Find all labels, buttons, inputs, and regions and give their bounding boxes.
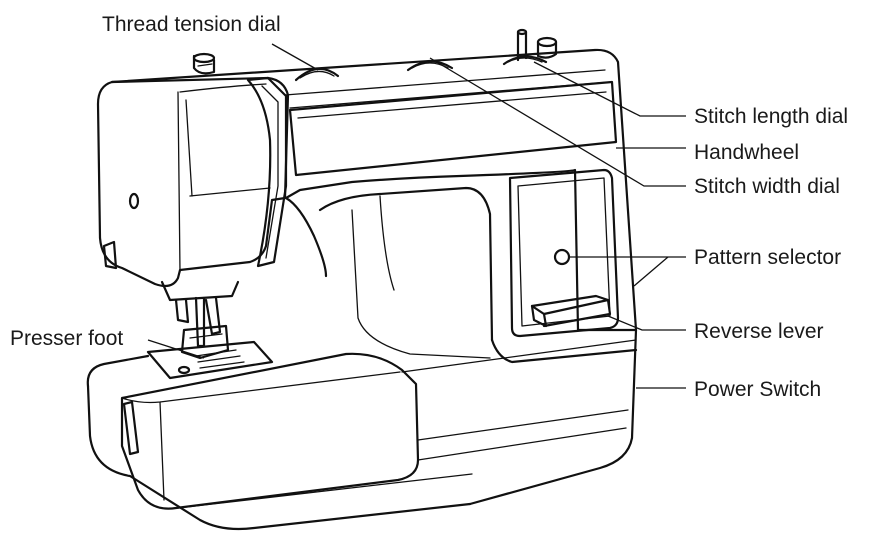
spool-pins — [192, 28, 558, 75]
pattern-panel — [508, 168, 620, 338]
label-stitch-length-dial: Stitch length dial — [694, 105, 849, 128]
label-presser-foot: Presser foot — [10, 327, 124, 350]
leader-stitch-length — [533, 61, 686, 117]
leader-lines — [147, 43, 686, 389]
label-stitch-width-dial: Stitch width dial — [694, 175, 840, 198]
machine-head — [96, 76, 290, 288]
leader-reverse-lever — [607, 315, 686, 331]
leader-stitch-width — [429, 57, 686, 187]
label-pattern-selector: Pattern selector — [694, 246, 842, 269]
leader-presser-foot — [147, 339, 205, 359]
needle-assembly — [146, 280, 274, 380]
label-power-switch: Power Switch — [694, 378, 822, 401]
label-thread-tension-dial: Thread tension dial — [102, 13, 281, 36]
leader-pattern-selector-2 — [633, 256, 669, 287]
label-handwheel: Handwheel — [694, 141, 800, 164]
machine-base — [86, 328, 638, 531]
machine-upper-arm — [110, 48, 638, 332]
leader-thread-tension — [271, 43, 319, 71]
label-reverse-lever: Reverse lever — [694, 320, 824, 343]
machine-pillar — [284, 186, 638, 364]
